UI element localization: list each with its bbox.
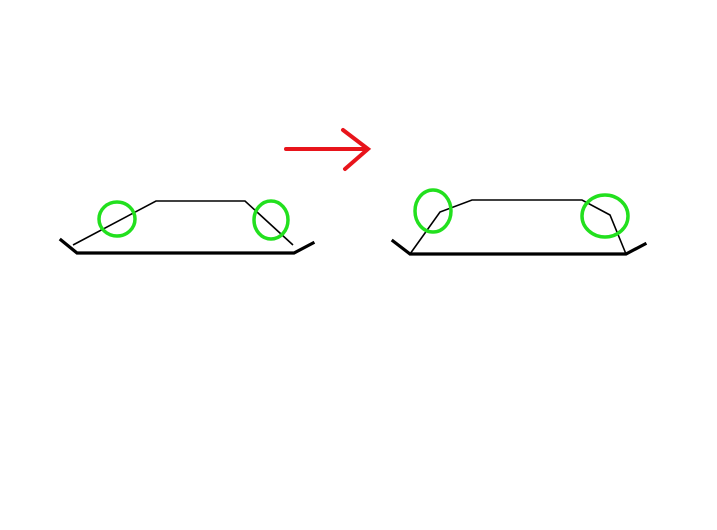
before-base-line bbox=[58, 237, 316, 255]
before-left-highlight-circle bbox=[97, 200, 137, 238]
after-right-highlight-circle bbox=[580, 193, 630, 239]
after-left-highlight-circle bbox=[413, 188, 453, 234]
after-base-line bbox=[390, 238, 648, 256]
before-outline bbox=[72, 200, 294, 246]
before-panel bbox=[58, 199, 316, 255]
transition-arrow bbox=[284, 128, 372, 171]
arrow-head bbox=[341, 128, 372, 171]
before-right-highlight-circle bbox=[252, 199, 290, 241]
after-outline bbox=[409, 199, 627, 255]
after-panel bbox=[390, 188, 648, 256]
